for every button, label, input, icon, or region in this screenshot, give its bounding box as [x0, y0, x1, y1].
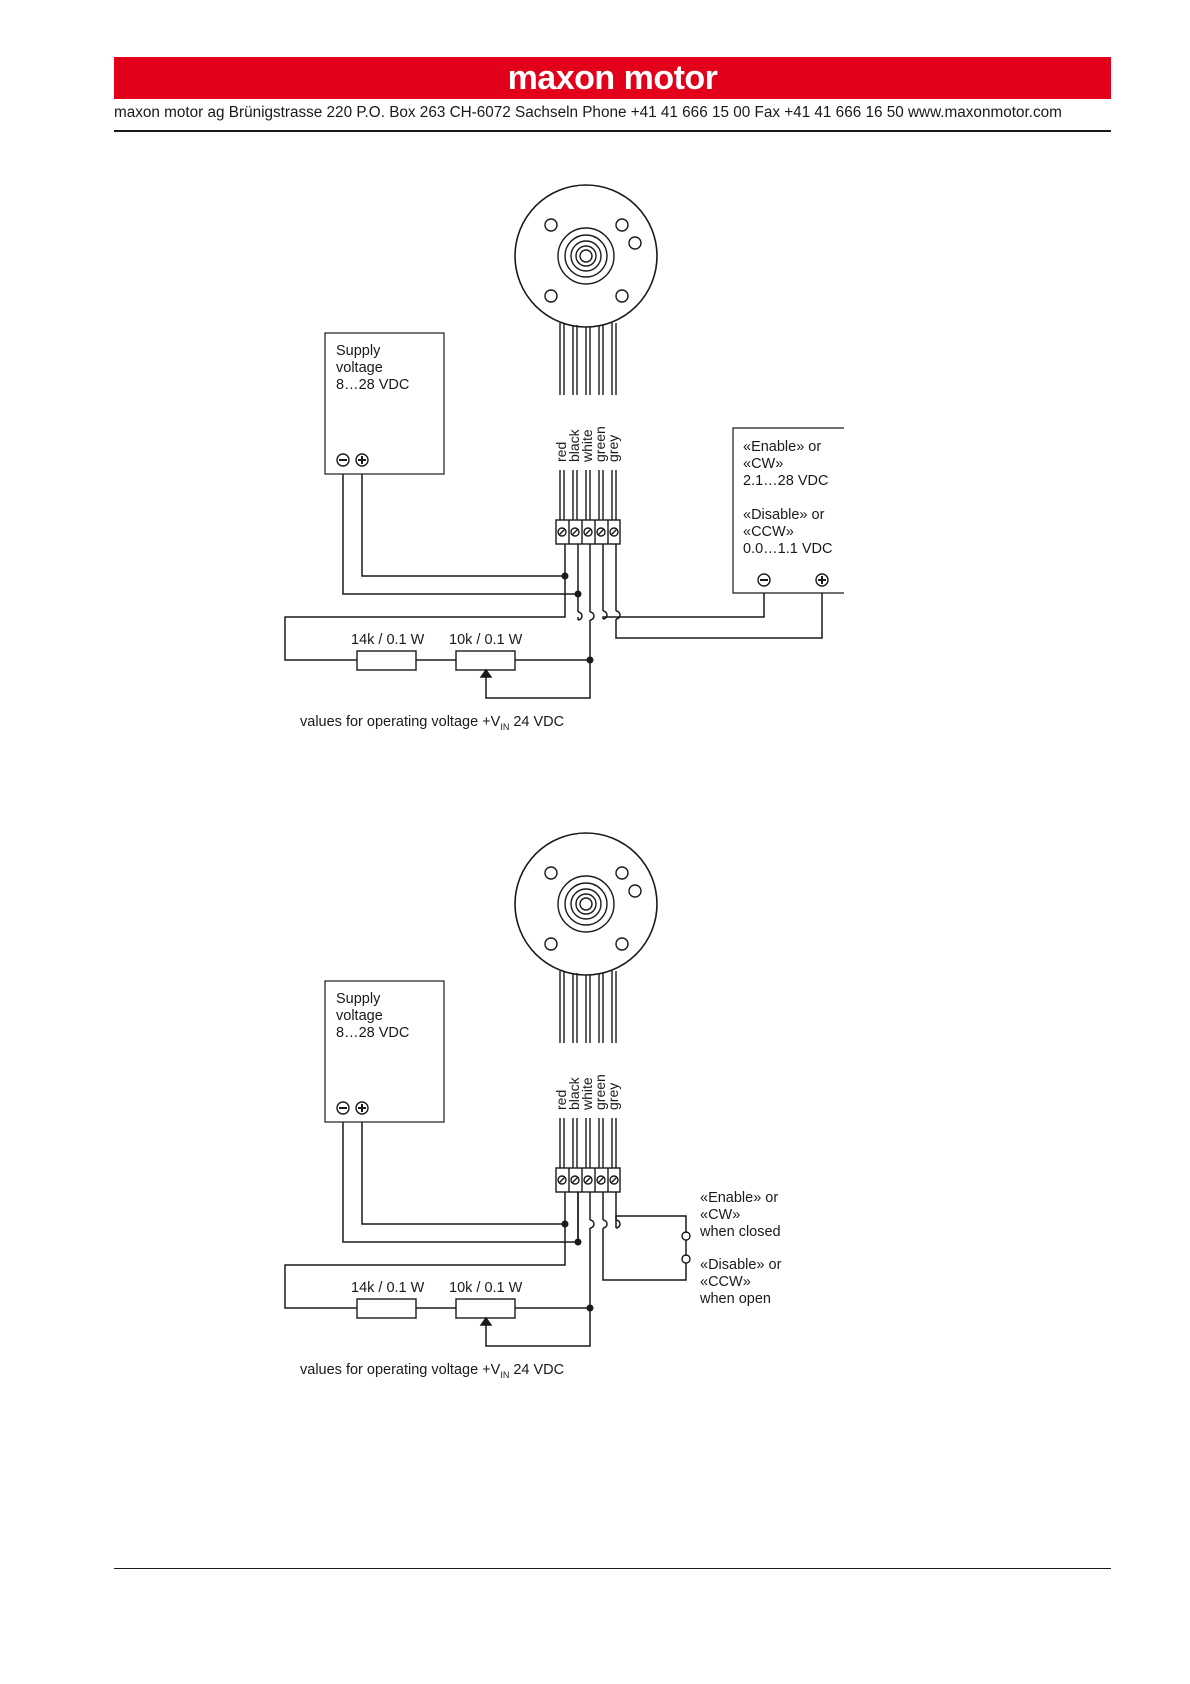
switch-label-line6: when open	[699, 1291, 771, 1307]
terminal-leads	[559, 470, 617, 520]
mounting-hole	[544, 289, 558, 303]
wire-label-grey: grey	[605, 435, 621, 462]
minus-terminal-icon	[336, 453, 350, 467]
wiper-arrow-icon	[479, 668, 493, 678]
wire-label-green: green	[592, 1074, 608, 1110]
wire-label-green: green	[592, 426, 608, 462]
wire-label-red: red	[553, 1090, 569, 1110]
supply-label-line3: 8…28 VDC	[336, 1025, 409, 1041]
potentiometer-10k	[455, 650, 516, 671]
terminal-screws	[557, 527, 619, 537]
supply-label-line2: voltage	[336, 1008, 383, 1024]
brand-bar: maxon motor	[114, 57, 1111, 99]
wiring-diagram-switch-control: Supply voltage 8…28 VDC red black white …	[284, 832, 782, 1380]
motor-flange	[514, 184, 658, 328]
motor-cables	[559, 971, 617, 1043]
supply-label-line1: Supply	[336, 991, 381, 1007]
wiring-diagram-voltage-control: Supply voltage 8…28 VDC red black white …	[284, 184, 844, 732]
operating-voltage-note: values for operating voltage +VIN 24 VDC	[300, 714, 564, 732]
mounting-hole	[628, 884, 642, 898]
switch-contact-icon	[681, 1231, 691, 1241]
motor-flange	[514, 832, 658, 976]
operating-voltage-note: values for operating voltage +VIN 24 VDC	[300, 1362, 564, 1380]
circuit-wires	[284, 474, 823, 699]
header-divider	[114, 130, 1111, 132]
switch-label-line1: «Enable» or	[700, 1190, 778, 1206]
circuit-wires	[284, 1122, 687, 1347]
wire-label-black: black	[566, 1076, 582, 1110]
wire-label-red: red	[553, 442, 569, 462]
potentiometer-10k-label: 10k / 0.1 W	[449, 632, 523, 648]
plus-terminal-icon	[355, 1101, 369, 1115]
switch-label-line2: «CW»	[700, 1207, 740, 1223]
resistor-14k-label: 14k / 0.1 W	[351, 632, 425, 648]
control-label-line6: 0.0…1.1 VDC	[743, 541, 832, 557]
mounting-hole	[615, 937, 629, 951]
mounting-hole	[544, 866, 558, 880]
plus-terminal-icon	[355, 453, 369, 467]
control-label-line2: «CW»	[743, 456, 783, 472]
mounting-hole	[544, 218, 558, 232]
mounting-hole	[615, 289, 629, 303]
supply-label-line1: Supply	[336, 343, 381, 359]
wire-label-white: white	[579, 429, 595, 463]
minus-terminal-icon	[336, 1101, 350, 1115]
control-label-line3: 2.1…28 VDC	[743, 473, 828, 489]
mounting-hole	[615, 866, 629, 880]
wire-label-white: white	[579, 1077, 595, 1111]
wire-label-grey: grey	[605, 1083, 621, 1110]
potentiometer-10k	[455, 1298, 516, 1319]
terminal-screws	[557, 1175, 619, 1185]
terminal-leads	[559, 1118, 617, 1168]
supply-box	[324, 332, 445, 475]
switch-contact-icon	[681, 1254, 691, 1264]
control-voltage-box	[732, 427, 844, 594]
brand-logo-text: maxon motor	[507, 59, 718, 97]
resistor-14k	[356, 1298, 417, 1319]
junction-dots	[561, 572, 594, 664]
motor-cables	[559, 323, 617, 395]
terminal-block	[555, 519, 621, 545]
supply-box	[324, 980, 445, 1123]
switch-label-line5: «CCW»	[700, 1274, 751, 1290]
mounting-hole	[628, 236, 642, 250]
plus-terminal-icon	[815, 573, 829, 587]
control-label-line1: «Enable» or	[743, 439, 821, 455]
footer-divider	[114, 1568, 1111, 1569]
minus-terminal-icon	[757, 573, 771, 587]
resistor-14k-label: 14k / 0.1 W	[351, 1280, 425, 1296]
junction-dots	[561, 1220, 594, 1312]
supply-label-line3: 8…28 VDC	[336, 377, 409, 393]
terminal-block	[555, 1167, 621, 1193]
wire-label-black: black	[566, 428, 582, 462]
resistor-14k	[356, 650, 417, 671]
wiper-arrow-icon	[479, 1316, 493, 1326]
control-label-line5: «CCW»	[743, 524, 794, 540]
mounting-hole	[615, 218, 629, 232]
company-address: maxon motor ag Brünigstrasse 220 P.O. Bo…	[114, 104, 1062, 121]
switch-label-line4: «Disable» or	[700, 1257, 782, 1273]
mounting-hole	[544, 937, 558, 951]
potentiometer-10k-label: 10k / 0.1 W	[449, 1280, 523, 1296]
switch-label-line3: when closed	[699, 1224, 781, 1240]
control-label-line4: «Disable» or	[743, 507, 825, 523]
supply-label-line2: voltage	[336, 360, 383, 376]
